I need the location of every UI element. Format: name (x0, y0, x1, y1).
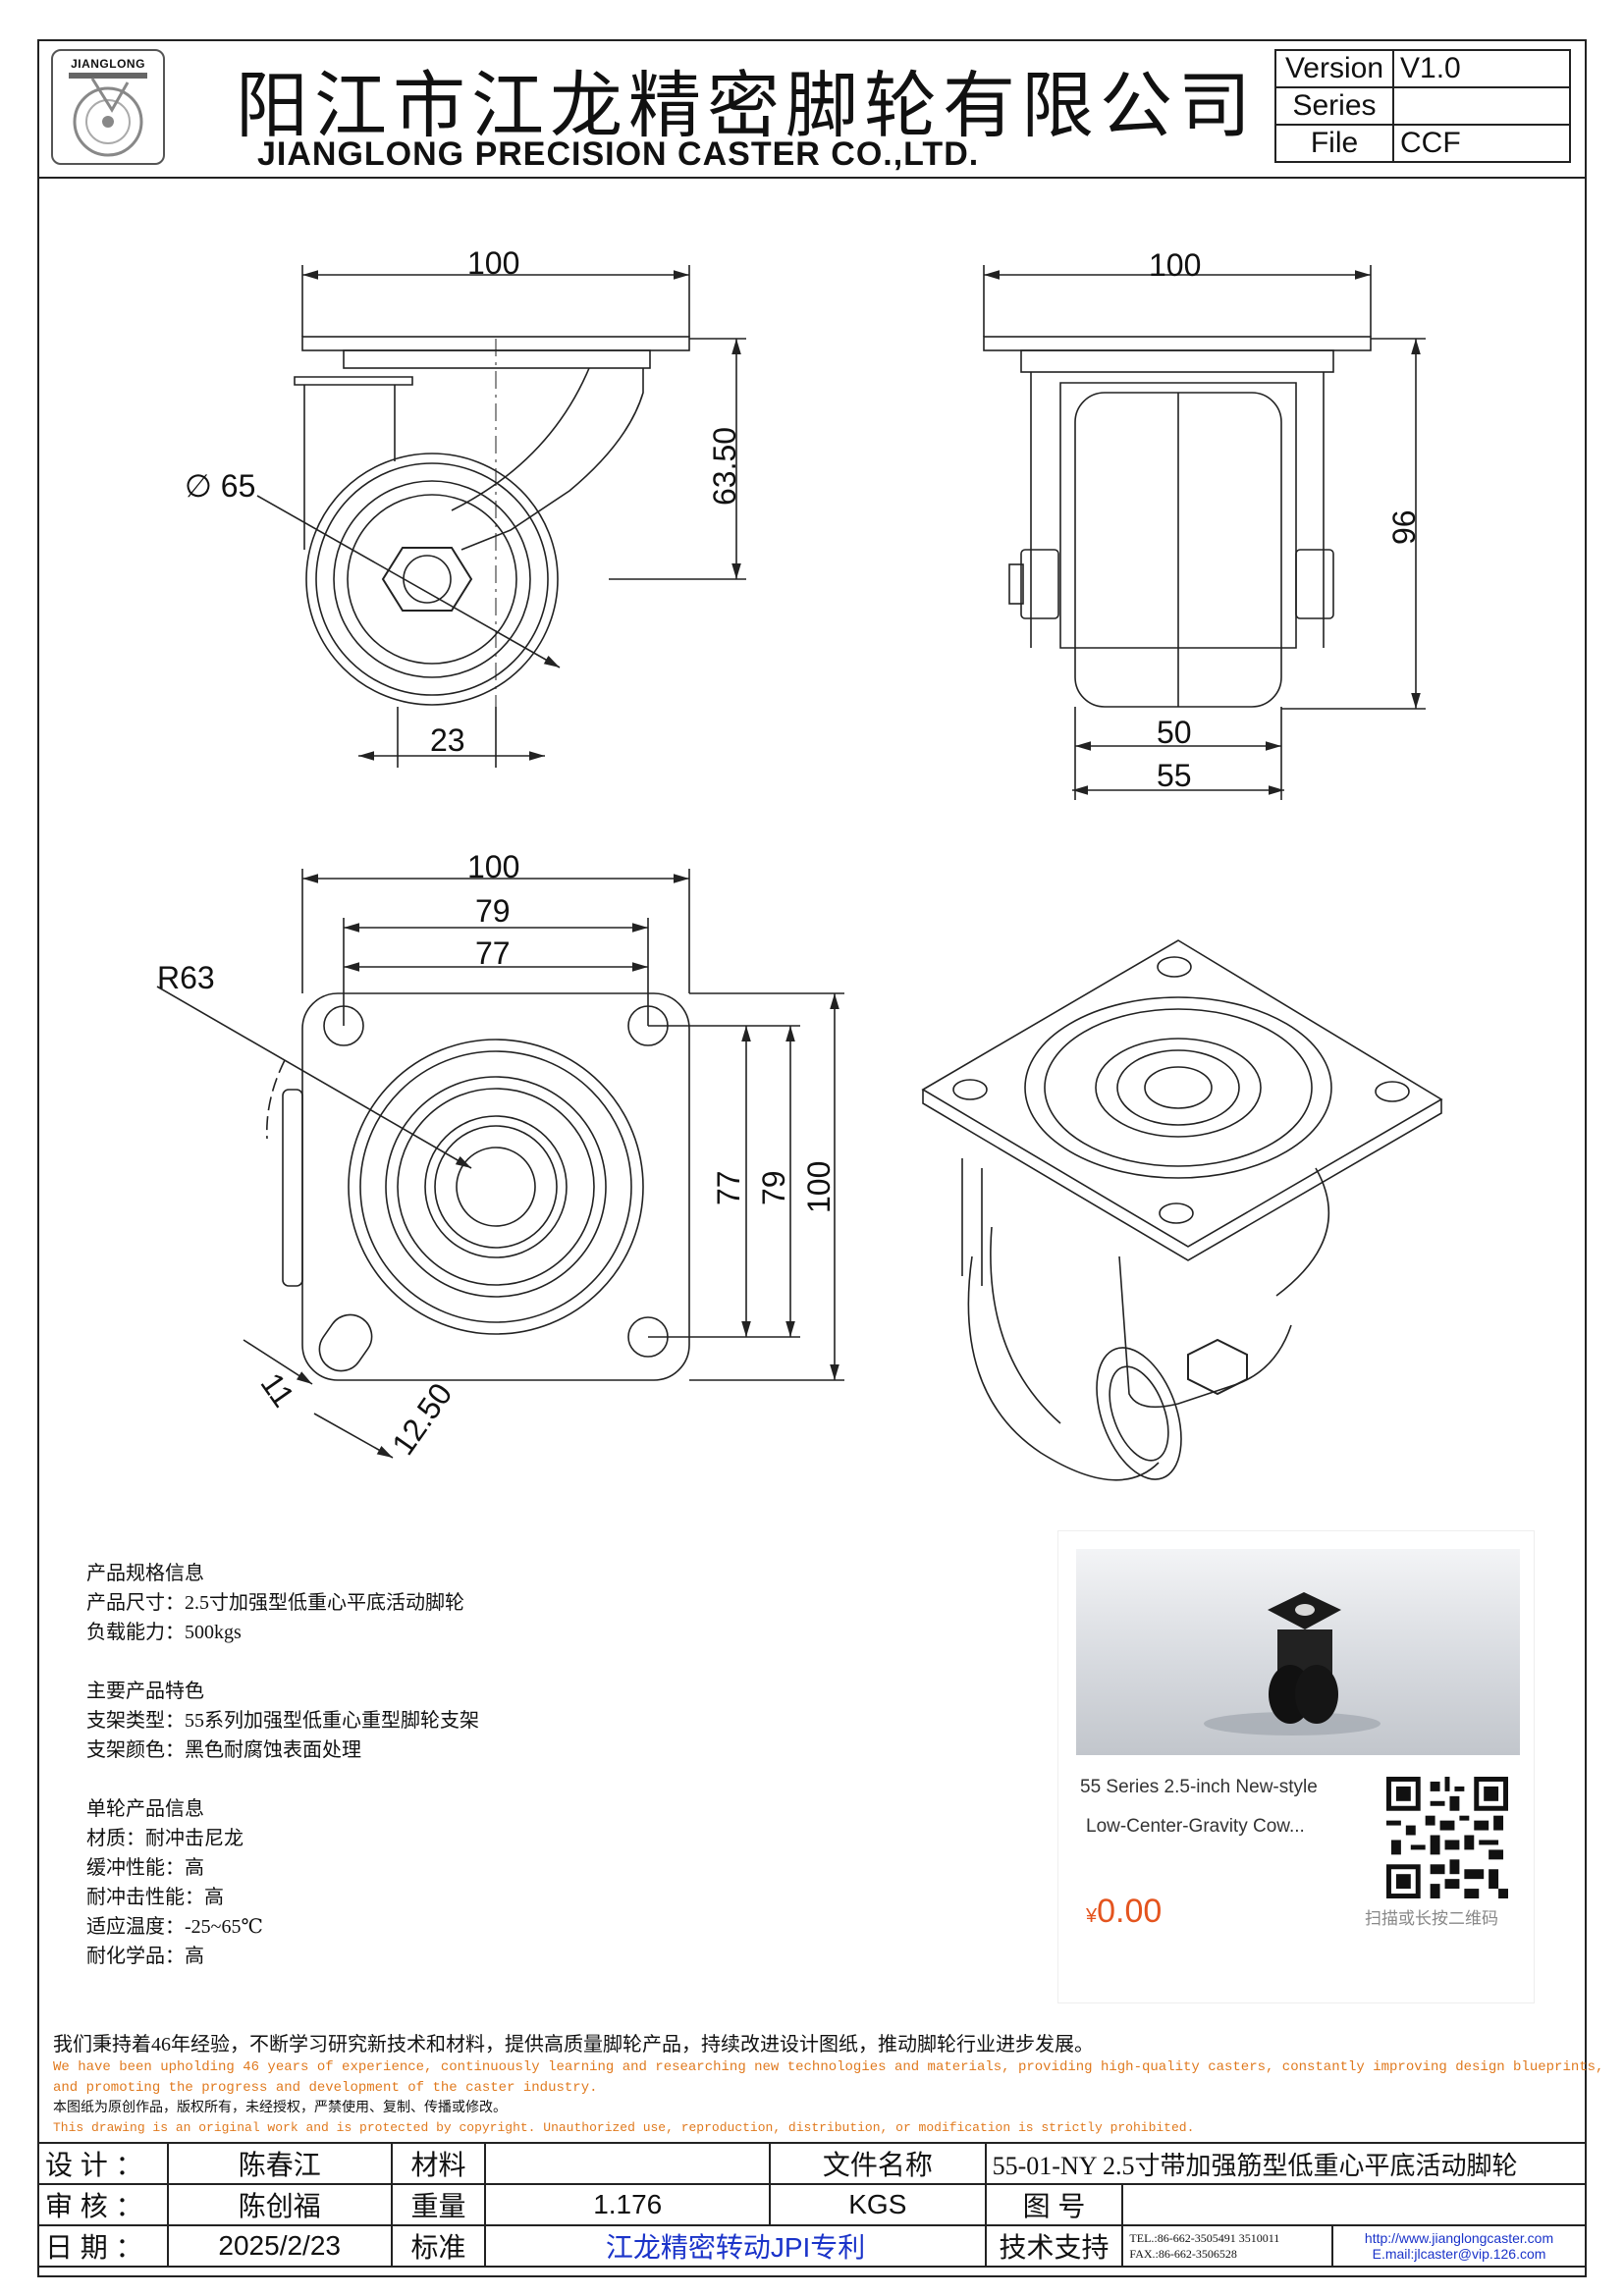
qr-label: 扫描或长按二维码 (1365, 1909, 1498, 1928)
header-divider (37, 177, 1587, 179)
spec-section3-title: 单轮产品信息 (86, 1798, 204, 1820)
note-cn-copyright: 本图纸为原创作品，版权所有，未经授权，严禁使用、复制、传播或修改。 (53, 2101, 507, 2115)
spec-section2-title: 主要产品特色 (86, 1681, 204, 1702)
file-label: File (1274, 124, 1394, 163)
spec-material: 材质：耐冲击尼龙 (86, 1828, 244, 1849)
date-label: 日 期 ： (37, 2224, 169, 2268)
drawing-frame (37, 39, 1587, 2277)
design-value: 陈春江 (166, 2142, 393, 2185)
design-label: 设 计 ： (37, 2142, 169, 2185)
dim-side-offset: 23 (430, 722, 465, 758)
dim-front-width: 100 (1149, 247, 1202, 283)
drawing-no-label: 图 号 (984, 2183, 1124, 2226)
note-en-copyright: This drawing is an original work and is … (53, 2120, 1195, 2135)
note-en-line2: and promoting the progress and developme… (53, 2080, 598, 2096)
dim-top-hole-outer: 79 (475, 893, 511, 929)
spec-impact: 耐冲击性能：高 (86, 1887, 224, 1908)
series-value (1392, 86, 1571, 126)
dim-front-height: 96 (1386, 509, 1422, 545)
dim-top-radius: R63 (157, 960, 215, 995)
drawing-no-value (1121, 2183, 1587, 2226)
dim-top-v-outer: 79 (756, 1170, 791, 1205)
spec-bracket-type: 支架类型：55系列加强型低重心重型脚轮支架 (86, 1710, 479, 1732)
dim-side-width: 100 (467, 245, 520, 281)
price-value: 0.00 (1097, 1893, 1163, 1930)
dim-front-wheel-width: 50 (1157, 715, 1192, 750)
title-block: 设 计 ： 陈春江 材料 文件名称 55-01-NY 2.5寸带加强筋型低重心平… (37, 2142, 1588, 2268)
contact-fax: FAX.:86-662-3506528 (1129, 2247, 1237, 2261)
note-en-line1: We have been upholding 46 years of exper… (53, 2059, 1604, 2075)
material-value (484, 2142, 771, 2185)
spec-bracket-color: 支架颜色：黑色耐腐蚀表面处理 (86, 1739, 361, 1761)
filename-label: 文件名称 (769, 2142, 987, 2185)
version-label: Version (1274, 49, 1394, 88)
website-link[interactable]: http://www.jianglongcaster.com (1364, 2230, 1554, 2246)
product-specs: 产品规格信息 产品尺寸：2.5寸加强型低重心平底活动脚轮 负载能力：500kgs… (86, 1559, 479, 1971)
review-value: 陈创福 (166, 2183, 393, 2226)
dim-side-height: 63.50 (707, 426, 742, 506)
front-view (983, 265, 1426, 800)
dim-top-v-total: 100 (801, 1160, 837, 1213)
side-view (256, 265, 746, 768)
dim-side-wheel-dia: ∅ 65 (185, 468, 256, 504)
weight-unit: KGS (769, 2183, 987, 2226)
product-photo (1076, 1549, 1520, 1755)
series-label: Series (1274, 86, 1394, 126)
email-link[interactable]: E.mail:jlcaster@vip.126.com (1372, 2246, 1546, 2262)
product-price: ¥0.00 (1086, 1893, 1162, 1931)
dim-top-hole-inner: 77 (475, 935, 511, 971)
contact-web-email: http://www.jianglongcaster.com E.mail:jl… (1331, 2224, 1587, 2268)
price-currency: ¥ (1086, 1905, 1098, 1927)
weight-value: 1.176 (484, 2183, 771, 2226)
product-caption-line1: 55 Series 2.5-inch New-style (1080, 1777, 1318, 1797)
company-name-cn: 阳江市江龙精密脚轮有限公司 (236, 64, 1257, 148)
filename-value: 55-01-NY 2.5寸带加强筋型低重心平底活动脚轮 (984, 2142, 1588, 2185)
spec-cushion: 缓冲性能：高 (86, 1857, 204, 1879)
top-view (156, 869, 844, 1459)
spec-load: 负载能力：500kgs (86, 1622, 242, 1643)
company-logo: JIANGLONG (51, 49, 165, 165)
material-label: 材料 (390, 2142, 487, 2185)
caster-photo-icon (1204, 1592, 1380, 1735)
note-cn-line: 我们秉持着46年经验，不断学习研究新技术和材料，提供高质量脚轮产品，持续改进设计… (53, 2034, 1094, 2056)
spec-size: 产品尺寸：2.5寸加强型低重心平底活动脚轮 (86, 1592, 464, 1614)
logo-text: JIANGLONG (71, 57, 145, 71)
dim-top-v-inner: 77 (711, 1170, 746, 1205)
weight-label: 重量 (390, 2183, 487, 2226)
version-value: V1.0 (1392, 49, 1571, 88)
support-label: 技术支持 (984, 2224, 1124, 2268)
contact-phone-fax: TEL.:86-662-3505491 3510011 FAX.:86-662-… (1121, 2224, 1334, 2268)
product-card[interactable]: 55 Series 2.5-inch New-style Low-Center-… (1058, 1531, 1534, 2002)
spec-chem: 耐化学品：高 (86, 1946, 204, 1967)
footer-notes: 我们秉持着46年经验，不断学习研究新技术和材料，提供高质量脚轮产品，持续改进设计… (53, 2032, 1603, 2138)
file-value: CCF (1392, 124, 1571, 163)
product-caption-line2: Low-Center-Gravity Cow... (1086, 1816, 1305, 1837)
dim-top-width: 100 (467, 849, 520, 884)
spec-temp: 适应温度：-25~65℃ (86, 1916, 263, 1938)
dim-front-fork-width: 55 (1157, 758, 1192, 793)
review-label: 审 核 ： (37, 2183, 169, 2226)
qr-code-icon[interactable] (1386, 1777, 1508, 1898)
caster-logo-icon (69, 73, 147, 157)
standard-value: 江龙精密转动JPI专利 (484, 2224, 987, 2268)
contact-tel: TEL.:86-662-3505491 3510011 (1129, 2231, 1280, 2245)
company-name-en: JIANGLONG PRECISION CASTER CO.,LTD. (257, 135, 980, 173)
date-value: 2025/2/23 (166, 2224, 393, 2268)
standard-label: 标准 (390, 2224, 487, 2268)
iso-view (921, 939, 1443, 1481)
spec-section1-title: 产品规格信息 (86, 1563, 204, 1584)
